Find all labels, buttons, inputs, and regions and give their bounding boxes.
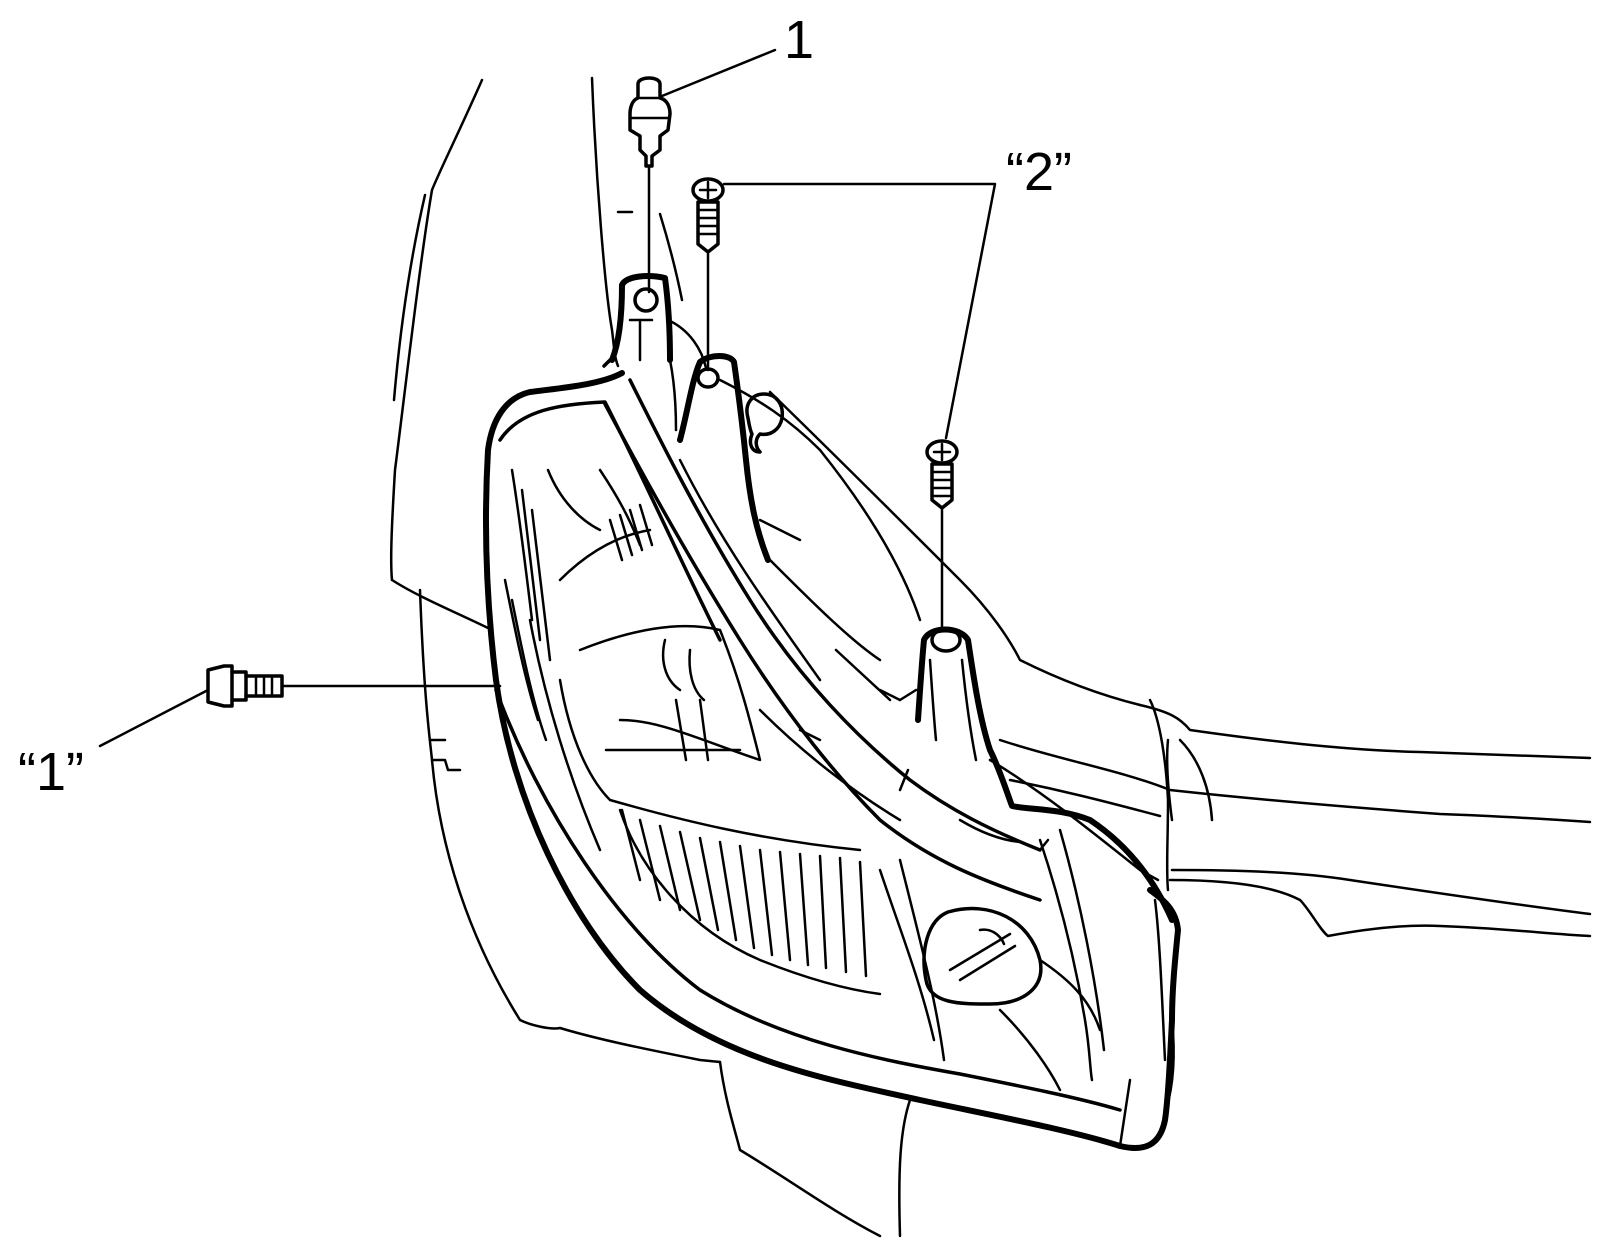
radiator-support [768, 390, 1592, 938]
wiring-clip [745, 392, 785, 454]
upper-tab-2 [677, 353, 922, 662]
leader-callout-2 [722, 182, 997, 440]
lamp-bottom [898, 1018, 1175, 1238]
callout-label-1: 1 [784, 10, 814, 70]
screw-lower [925, 439, 959, 510]
upper-tab-1 [602, 273, 678, 432]
callout-label-side-1: “1” [18, 742, 84, 802]
mounting-arm [603, 378, 1050, 902]
lower-tab [834, 626, 1175, 923]
leader-callout-side-1 [98, 688, 210, 748]
leader-callout-1 [660, 48, 777, 98]
side-bolt [206, 664, 284, 708]
leader-lines [98, 48, 997, 748]
reflector-bowl [558, 624, 882, 996]
lens-ribs [503, 468, 654, 742]
fender-panel [389, 78, 882, 1238]
screw-upper [691, 177, 725, 254]
projector-lens [922, 906, 1102, 1092]
push-pin-retainer [628, 76, 672, 168]
lower-ribs [620, 808, 1106, 1082]
callout-label-2: “2” [1006, 142, 1072, 202]
